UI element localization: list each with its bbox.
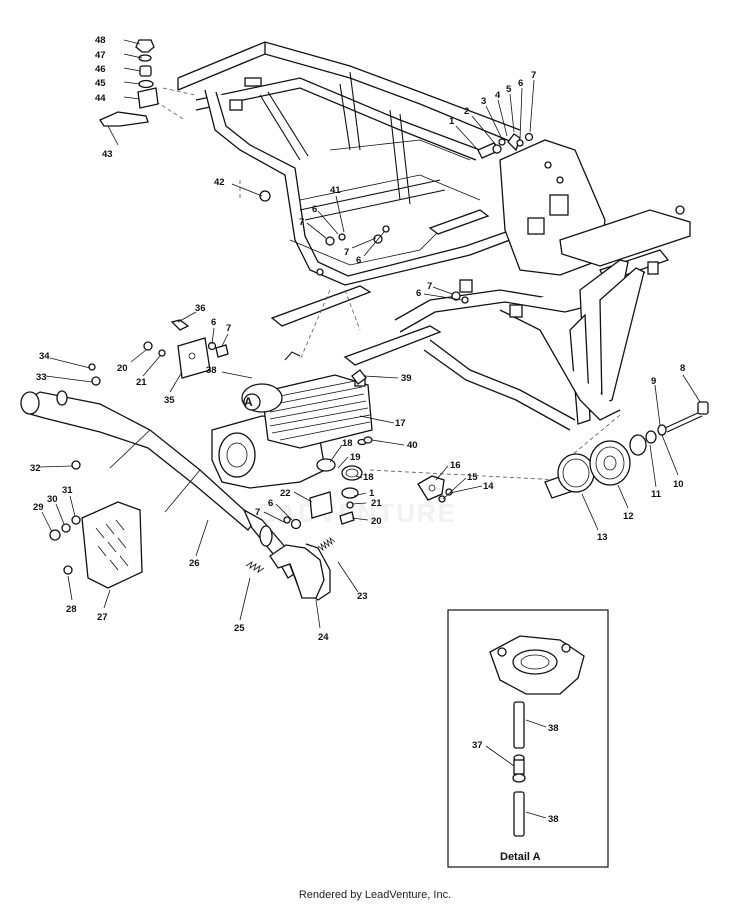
callout-38-detail-lower: 38: [548, 814, 559, 825]
clamp-16: [417, 475, 453, 503]
bolt-28: [63, 565, 73, 575]
frame-assembly: [149, 41, 691, 481]
head-pipe-bend: [269, 544, 325, 599]
callout-33: 33: [36, 372, 47, 383]
callout-3: 3: [481, 96, 486, 107]
top-hardware: [477, 132, 534, 159]
nut-small: [290, 518, 302, 530]
callout-47: 47: [95, 50, 106, 61]
callout-1-lower: 1: [369, 488, 375, 499]
bolt-20b: [339, 511, 355, 525]
callout-40: 40: [407, 440, 418, 451]
engine-assembly: A: [211, 351, 373, 499]
callout-23: 23: [357, 591, 368, 602]
callout-2: 2: [464, 106, 469, 117]
engine-mount-bracket: [143, 319, 229, 379]
callout-7-lower: 7: [427, 281, 432, 292]
callout-26: 26: [189, 558, 200, 569]
callout-36: 36: [195, 303, 206, 314]
callout-1: 1: [449, 116, 455, 127]
callout-6-engine: 6: [268, 498, 273, 509]
callout-22: 22: [280, 488, 291, 499]
callout-6: 6: [518, 78, 523, 89]
callout-10: 10: [673, 479, 684, 490]
callout-12: 12: [623, 511, 634, 522]
fitting-39: [351, 369, 367, 385]
callout-31: 31: [62, 485, 73, 496]
callout-39: 39: [401, 373, 412, 384]
callout-7-mid-left: 7: [299, 217, 304, 228]
plug-40: [363, 436, 373, 444]
callout-15: 15: [467, 472, 478, 483]
callout-38-detail-upper: 38: [548, 723, 559, 734]
callout-11: 11: [651, 489, 662, 500]
detail-a-box: 38 37 38 Detail A: [447, 609, 609, 868]
washer-small: [283, 516, 291, 524]
bolt-32: [71, 460, 81, 470]
spring-23: [317, 536, 336, 552]
engine-mark-a: A: [244, 395, 253, 409]
callout-24: 24: [318, 632, 329, 643]
heat-shield: [81, 501, 143, 589]
callout-18-upper: 18: [342, 438, 353, 449]
callout-41: 41: [330, 185, 341, 196]
callout-45: 45: [95, 78, 106, 89]
washer-34: [88, 363, 96, 371]
callout-21-left: 21: [136, 377, 147, 388]
callout-37: 37: [472, 740, 483, 751]
callout-14: 14: [483, 481, 494, 492]
spring-25: [245, 561, 265, 573]
callout-48: 48: [95, 35, 106, 46]
callout-7-engine: 7: [255, 507, 260, 518]
callout-29: 29: [33, 502, 44, 513]
drive-clutch: [544, 401, 709, 499]
callout-27: 27: [97, 612, 108, 623]
callout-5: 5: [506, 84, 512, 95]
callout-16: 16: [450, 460, 461, 471]
mid-hardware: [259, 190, 469, 304]
nut-31: [71, 515, 81, 525]
leader-lines: [39, 39, 701, 629]
callout-38-engine: 38: [206, 365, 217, 376]
callout-6-mid-left: 6: [312, 204, 317, 215]
washer-30: [61, 523, 71, 533]
callout-28: 28: [66, 604, 77, 615]
callout-4: 4: [495, 90, 501, 101]
callout-32: 32: [30, 463, 41, 474]
callout-7: 7: [531, 70, 536, 81]
bolt-33: [91, 376, 101, 386]
mount-bracket-stack: [99, 39, 159, 127]
callout-7-left: 7: [226, 323, 231, 334]
bolt-29: [49, 529, 61, 541]
callout-34: 34: [39, 351, 50, 362]
callout-44: 44: [95, 93, 106, 104]
nut-21b: [346, 501, 354, 509]
callout-46: 46: [95, 64, 106, 75]
callout-6-lower: 6: [416, 288, 421, 299]
callout-6-mid-right: 6: [356, 255, 361, 266]
bracket-22: [309, 491, 333, 519]
callout-13: 13: [597, 532, 608, 543]
callout-6-left: 6: [211, 317, 216, 328]
callout-18-lower: 18: [363, 472, 374, 483]
callout-labels: 1 2 3 4 5 6 7 6 7 41 7 6 7 6 8 9 10 11 1…: [30, 35, 685, 643]
detail-a-title: Detail A: [500, 851, 541, 863]
callout-30: 30: [47, 494, 58, 505]
callout-9: 9: [651, 376, 656, 387]
callout-21-lower: 21: [371, 498, 382, 509]
callout-25: 25: [234, 623, 245, 634]
callout-20-left: 20: [117, 363, 128, 374]
callout-20-lower: 20: [371, 516, 382, 527]
callout-8: 8: [680, 363, 685, 374]
callout-7-mid-right: 7: [344, 247, 349, 258]
callout-35: 35: [164, 395, 175, 406]
callout-43: 43: [102, 149, 113, 160]
callout-42: 42: [214, 177, 225, 188]
cylinder-fins: [261, 374, 373, 449]
footer-credit: Rendered by LeadVenture, Inc.: [298, 889, 452, 901]
callout-19: 19: [350, 452, 361, 463]
callout-17: 17: [395, 418, 406, 429]
